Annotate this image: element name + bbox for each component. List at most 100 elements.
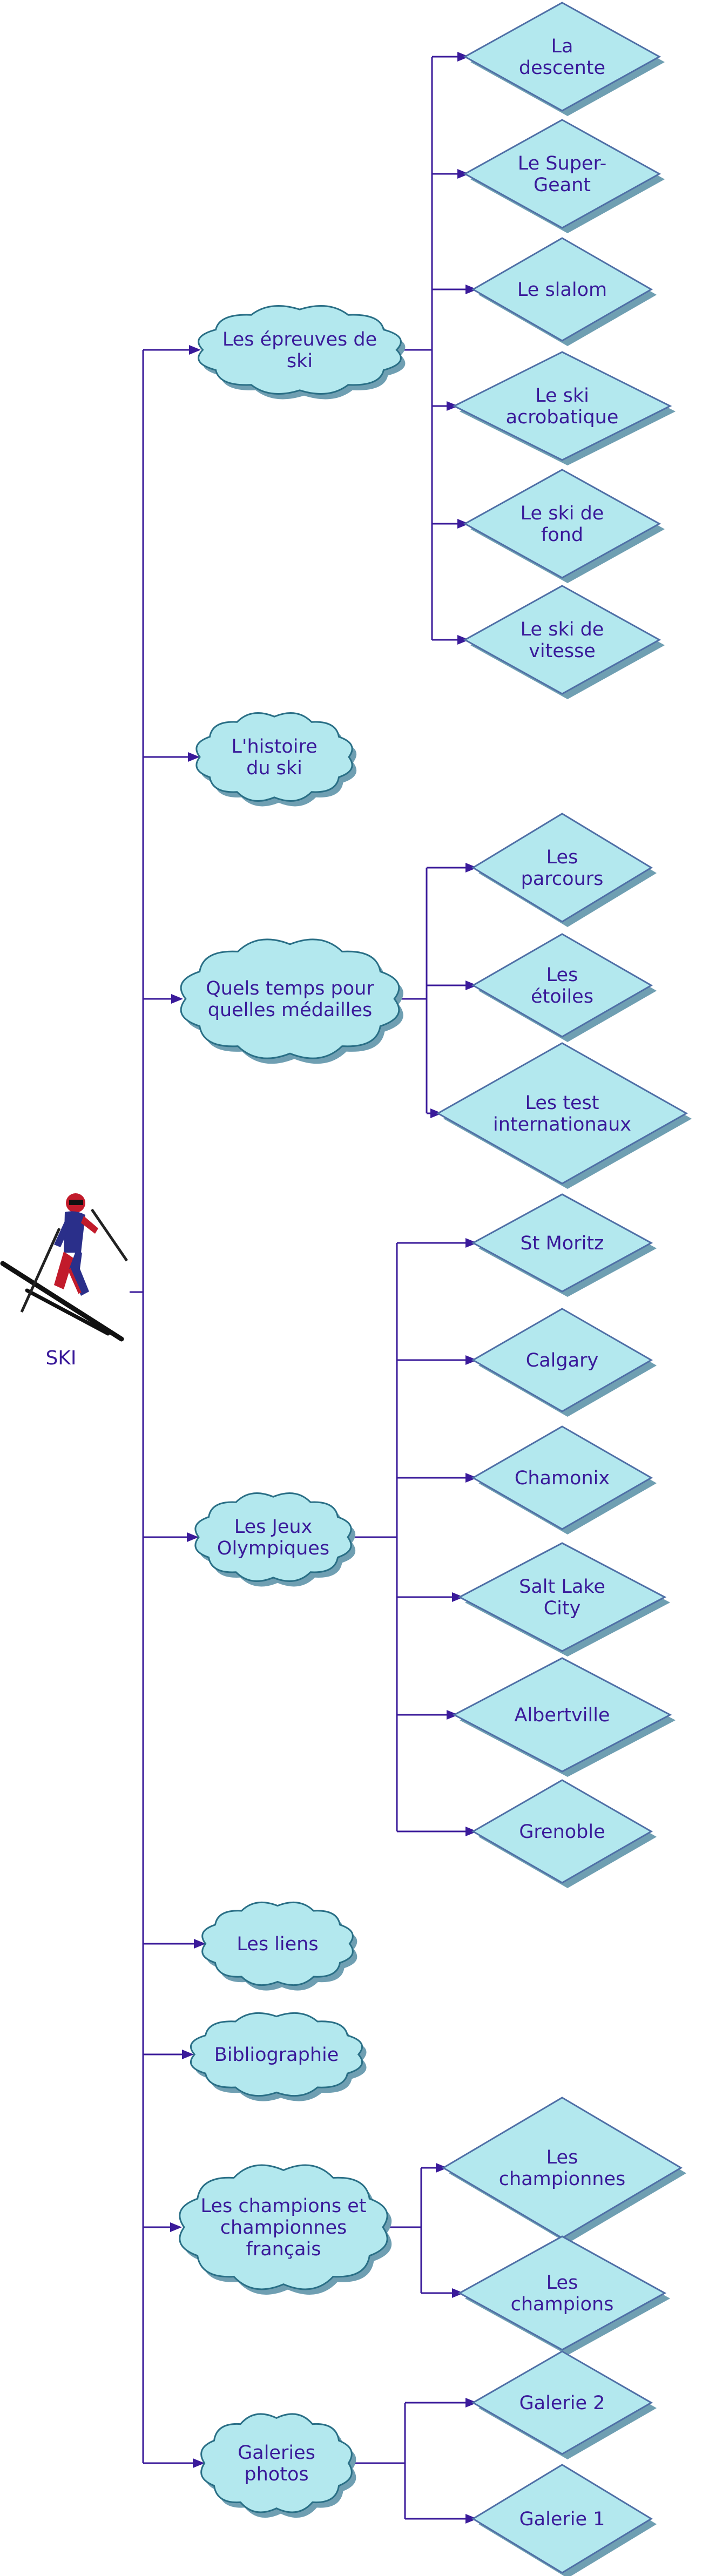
cloud-shape: [190, 2012, 363, 2097]
leaf-label: Chamonix: [515, 1468, 610, 1489]
cloud-shape: [179, 2164, 388, 2290]
leaf-label: Les: [546, 2147, 578, 2168]
connector-lines: [130, 52, 477, 2524]
branch-label: Les Jeux: [234, 1516, 313, 1538]
arrowhead: [188, 752, 200, 762]
leaf-node[interactable]: Chamonix: [471, 1425, 657, 1534]
diamond-shape: [463, 2, 662, 112]
diamond-shape: [463, 585, 662, 695]
leaf-node[interactable]: Le Super-Geant: [463, 119, 665, 233]
leaf-label: champions: [511, 2294, 614, 2315]
arrowhead: [170, 2222, 182, 2232]
leaf-label: Salt Lake: [519, 1576, 605, 1598]
root-node[interactable]: SKI: [0, 1193, 129, 1369]
diamond-shape: [471, 1193, 653, 1293]
leaf-node[interactable]: St Moritz: [471, 1193, 657, 1297]
branch-label: Les liens: [237, 1933, 318, 1955]
leaf-label: St Moritz: [521, 1233, 604, 1254]
leaf-label: internationaux: [493, 1114, 631, 1135]
leaf-label: La: [551, 36, 573, 57]
leaf-node[interactable]: Calgary: [471, 1308, 657, 1417]
cloud-shape: [194, 1492, 352, 1582]
leaf-label: fond: [541, 524, 583, 546]
cloud-shape: [195, 712, 353, 802]
cloud-shape: [198, 305, 402, 395]
branch-label: Bibliographie: [214, 2044, 339, 2066]
leaf-label: étoiles: [531, 986, 593, 1008]
cloud-shape: [180, 938, 400, 1059]
diamond-shape: [436, 1042, 688, 1185]
leaf-label: Galerie 1: [519, 2509, 605, 2530]
leaf-node[interactable]: Galerie 1: [471, 2464, 657, 2576]
arrowhead: [189, 345, 201, 355]
branch-label: du ski: [246, 758, 302, 779]
arrowhead: [193, 2458, 205, 2468]
arrowhead: [171, 994, 183, 1004]
arrowhead: [187, 1532, 199, 1542]
cloud-shape: [201, 1901, 354, 1986]
diamond-shape: [457, 1542, 667, 1652]
diamond-shape: [471, 1425, 653, 1530]
arrowhead: [182, 2050, 194, 2059]
leaf-label: Galerie 2: [519, 2392, 605, 2414]
leaf-label: Les: [546, 847, 578, 868]
diamond-shape: [452, 1657, 672, 1773]
diamond-shape: [463, 469, 662, 579]
leaf-label: descente: [519, 57, 605, 79]
diamond-shape: [457, 2235, 667, 2351]
diamond-shape: [471, 1308, 653, 1412]
diamond-shape: [471, 2350, 653, 2455]
leaf-label: parcours: [521, 868, 604, 890]
branch-label: Galeries: [238, 2442, 315, 2464]
leaf-node[interactable]: Le slalom: [471, 237, 657, 346]
leaf-label: acrobatique: [506, 407, 619, 428]
arrowhead: [465, 863, 477, 873]
diamond-shape: [471, 933, 653, 1038]
leaf-label: Les: [546, 964, 578, 986]
leaf-label: vitesse: [529, 640, 596, 662]
leaf-label: Le ski de: [521, 503, 604, 524]
branch-label: Les champions et: [201, 2195, 367, 2217]
diamond-shape: [452, 351, 672, 461]
branch-label: Les épreuves de: [222, 329, 377, 350]
leaf-label: Les: [546, 2272, 578, 2294]
leaf-label: Geant: [534, 174, 591, 196]
branch-node-biblio[interactable]: Bibliographie: [190, 2012, 367, 2101]
leaf-label: Le ski: [535, 385, 589, 407]
branch-node-liens[interactable]: Les liens: [201, 1901, 357, 1991]
leaf-label: City: [544, 1598, 581, 1619]
leaf-node[interactable]: Galerie 2: [471, 2350, 657, 2459]
leaf-label: Le Super-: [518, 153, 606, 174]
leaf-label: Le ski de: [521, 619, 604, 640]
branch-label: français: [246, 2239, 321, 2260]
leaf-node[interactable]: Albertville: [452, 1657, 676, 1777]
skier-icon: [0, 1193, 129, 1342]
diamond-shape: [471, 2464, 653, 2574]
arrowhead: [194, 1939, 206, 1949]
diamond-shape: [471, 237, 653, 342]
leaf-label: Les test: [525, 1092, 599, 1114]
leaf-label: Calgary: [526, 1350, 598, 1371]
arrowhead: [436, 2163, 448, 2173]
branch-label: Quels temps pour: [206, 978, 374, 999]
leaf-label: Grenoble: [519, 1821, 605, 1843]
leaf-node[interactable]: Grenoble: [471, 1779, 657, 1888]
